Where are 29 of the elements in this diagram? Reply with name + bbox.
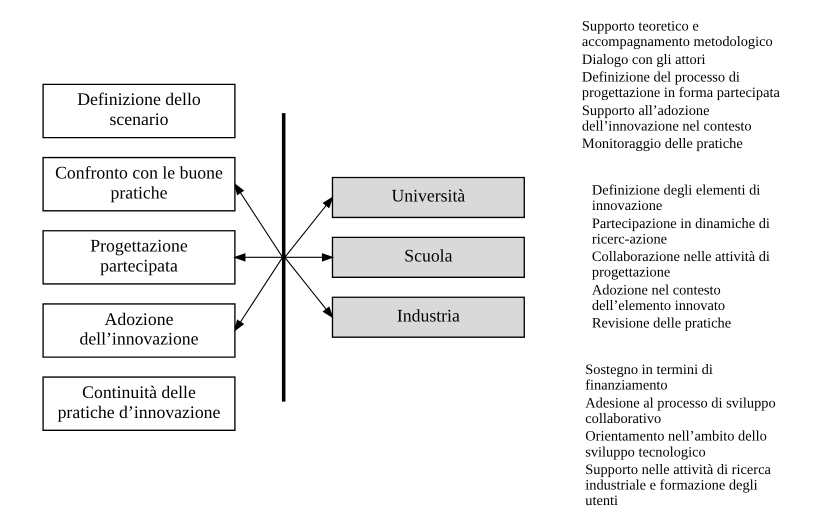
node-box: Confronto con le buone pratiche [42, 156, 236, 211]
node-label: Monitoraggio delle pratiche [582, 136, 743, 152]
node-label: Supporto all’adozione dell’innovazione nel contesto [582, 102, 752, 134]
node-label: Supporto nelle attività di ricerca industriale e formazione degli utenti [585, 461, 771, 509]
node-label: Supporto teoretico e accompagnamento metodologico [582, 18, 773, 50]
arrow [284, 256, 334, 318]
node-label: Definizione del processo di progettazione in forma partecipata [582, 69, 780, 101]
arrow [234, 182, 284, 258]
node-label: Adozione nel contesto dell’elemento innovato [592, 282, 726, 314]
node-box: Definizione dello scenario [42, 83, 236, 138]
node-box: Continuità delle pratiche d’innovazione [42, 376, 236, 430]
node-box: Università [332, 176, 525, 218]
node-box: Scuola [332, 236, 525, 278]
node-label: Adesione al processo di sviluppo collaborativo [585, 394, 776, 426]
node-box: Adozione dell’innovazione [42, 302, 236, 358]
node-box: Progettazione partecipata [42, 230, 236, 284]
node-bar [282, 112, 286, 402]
node-label: Dialogo con gli attori [582, 51, 706, 68]
node-label: Orientamento nell’ambito dello sviluppo tecnologico [585, 428, 767, 460]
node-label: Sostegno in termini di finanziamento [585, 362, 713, 394]
arrow [284, 196, 334, 258]
arrow [234, 256, 284, 332]
node-label: Collaborazione nelle attività di progettazione [592, 248, 770, 280]
arrow [284, 252, 334, 262]
node-label: Definizione degli elementi di innovazione [592, 182, 760, 214]
arrow [233, 252, 283, 262]
node-label: Revisione delle pratiche [592, 315, 732, 332]
node-label: Partecipazione in dinamiche di ricerc-azione [592, 215, 770, 247]
node-box: Industria [332, 296, 525, 338]
